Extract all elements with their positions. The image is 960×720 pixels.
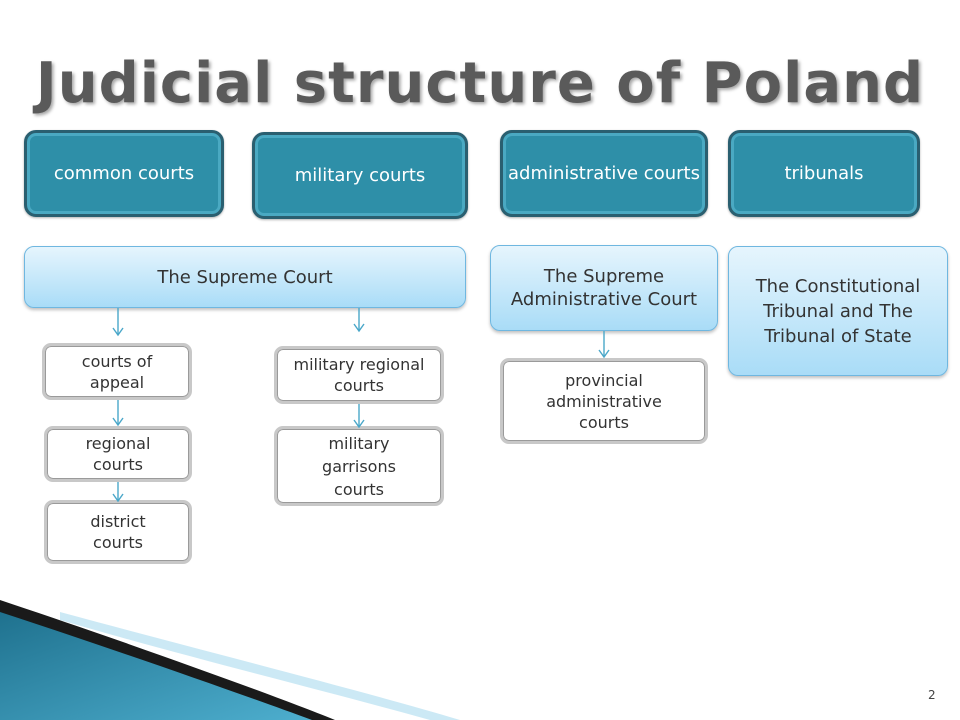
arrow-sac-to-provincial xyxy=(598,349,610,359)
arrow-regional-to-district xyxy=(112,493,124,503)
courts-of-appeal: courts of appeal xyxy=(42,343,192,400)
arrow-military-regional-to-garrisons xyxy=(353,419,365,429)
arrow-supreme-to-appeal xyxy=(112,327,124,337)
provincial-administrative-courts: provincial administrative courts xyxy=(500,358,708,444)
military-regional-courts: military regional courts xyxy=(274,346,444,404)
supreme-administrative-court: The Supreme Administrative Court xyxy=(490,245,718,331)
category-tribunals: tribunals xyxy=(728,130,920,217)
supreme-court: The Supreme Court xyxy=(24,246,466,308)
page-title: Judicial structure of Poland xyxy=(35,51,925,116)
military-garrisons-courts: military garrisons courts xyxy=(274,426,444,506)
page-number: 2 xyxy=(928,688,936,702)
category-military-courts: military courts xyxy=(252,132,468,219)
category-administrative-courts: administrative courts xyxy=(500,130,708,217)
arrow-appeal-to-regional xyxy=(112,417,124,427)
category-common-courts: common courts xyxy=(24,130,224,217)
regional-courts: regional courts xyxy=(44,426,192,482)
arrow-supreme-to-military xyxy=(353,323,365,333)
constitutional-tribunal: The Constitutional Tribunal and The Trib… xyxy=(728,246,948,376)
